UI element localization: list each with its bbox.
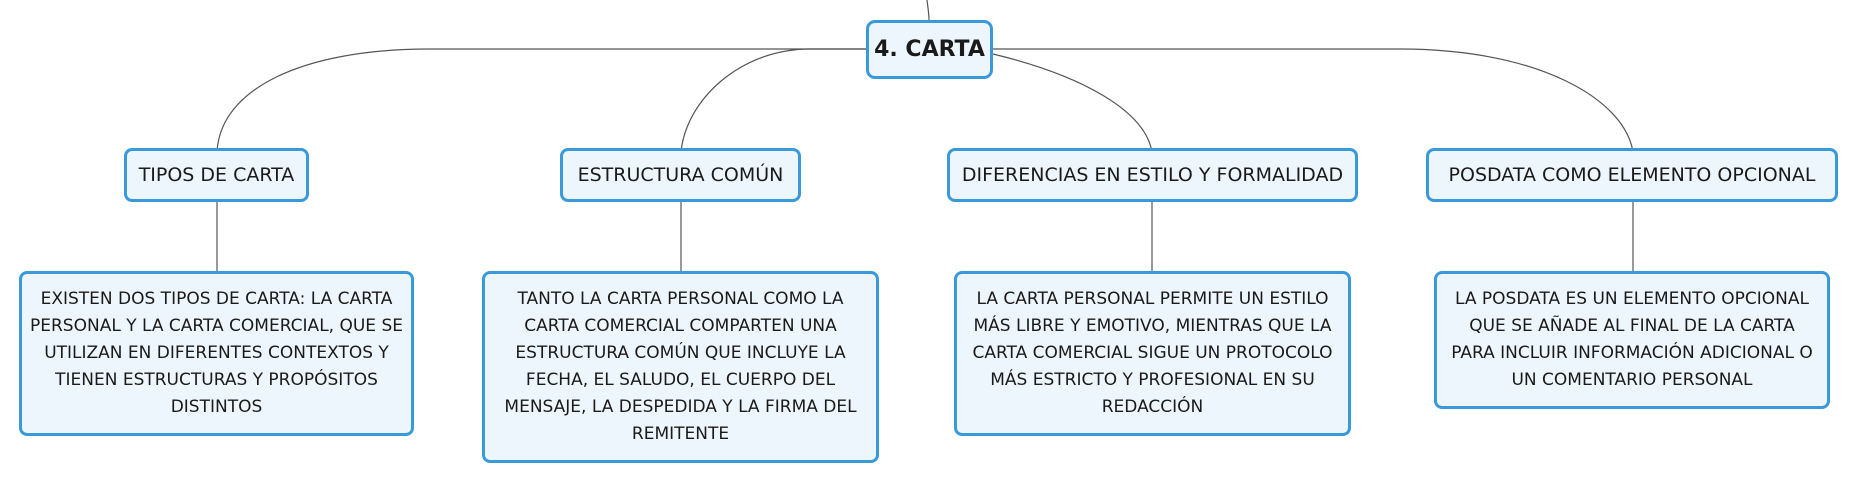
link-root-diferencias xyxy=(992,53,1153,153)
description-posdata[interactable]: LA POSDATA ES UN ELEMENTO OPCIONAL QUE S… xyxy=(1434,271,1830,409)
description-text: TANTO LA CARTA PERSONAL COMO LA CARTA CO… xyxy=(504,289,857,444)
branch-diferencias[interactable]: DIFERENCIAS EN ESTILO Y FORMALIDAD xyxy=(947,148,1358,202)
branch-label: DIFERENCIAS EN ESTILO Y FORMALIDAD xyxy=(961,164,1344,186)
description-tipos-de-carta[interactable]: EXISTEN DOS TIPOS DE CARTA: LA CARTA PER… xyxy=(19,271,414,436)
branch-estructura-comun[interactable]: ESTRUCTURA COMÚN xyxy=(560,148,801,202)
description-text: LA CARTA PERSONAL PERMITE UN ESTILO MÁS … xyxy=(972,289,1333,417)
link-parent-root xyxy=(926,0,930,21)
root-label: 4. CARTA xyxy=(874,37,985,62)
branch-posdata[interactable]: POSDATA COMO ELEMENTO OPCIONAL xyxy=(1426,148,1838,202)
link-root-estructura xyxy=(680,48,872,153)
branch-label: TIPOS DE CARTA xyxy=(138,164,295,186)
link-root-tipos xyxy=(216,48,872,153)
branch-label: POSDATA COMO ELEMENTO OPCIONAL xyxy=(1448,164,1816,186)
description-estructura-comun[interactable]: TANTO LA CARTA PERSONAL COMO LA CARTA CO… xyxy=(482,271,879,463)
branch-label: ESTRUCTURA COMÚN xyxy=(577,164,784,186)
link-root-posdata xyxy=(993,48,1634,153)
description-text: EXISTEN DOS TIPOS DE CARTA: LA CARTA PER… xyxy=(30,289,403,417)
branch-tipos-de-carta[interactable]: TIPOS DE CARTA xyxy=(124,148,309,202)
root-node[interactable]: 4. CARTA xyxy=(866,20,993,79)
description-diferencias[interactable]: LA CARTA PERSONAL PERMITE UN ESTILO MÁS … xyxy=(954,271,1351,436)
description-text: LA POSDATA ES UN ELEMENTO OPCIONAL QUE S… xyxy=(1451,289,1813,390)
